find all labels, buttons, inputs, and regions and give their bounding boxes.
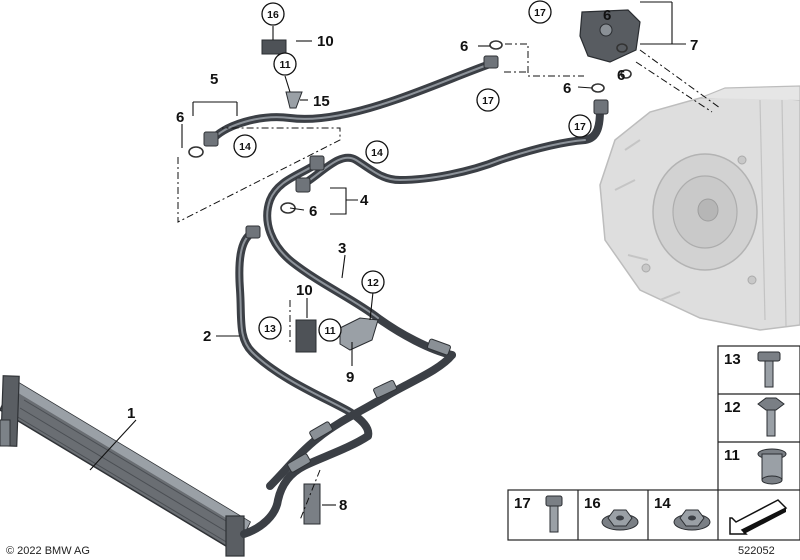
hose-lines <box>208 60 604 538</box>
legend-label-12: 12 <box>724 399 741 416</box>
label-1: 1 <box>127 405 135 422</box>
legend-label-14: 14 <box>654 495 671 512</box>
label-9: 9 <box>346 369 354 386</box>
callout-17b: 17 <box>476 88 500 112</box>
svg-text:16: 16 <box>267 9 279 21</box>
callout-14b: 14 <box>365 140 389 164</box>
label-6f: 6 <box>309 203 317 220</box>
label-6c: 6 <box>603 7 611 24</box>
o-rings <box>188 40 632 214</box>
oil-cooler <box>0 375 251 557</box>
legend-label-13: 13 <box>724 351 741 368</box>
nut-16-icon <box>601 509 639 531</box>
svg-text:14: 14 <box>371 147 383 159</box>
svg-text:13: 13 <box>264 323 276 335</box>
assembly-dash-lines <box>177 43 721 521</box>
label-5: 5 <box>210 71 218 88</box>
svg-text:17: 17 <box>482 95 494 107</box>
callout-11b: 11 <box>318 318 342 342</box>
svg-text:17: 17 <box>574 121 586 133</box>
callout-11a: 11 <box>273 52 297 76</box>
legend-bottom-row: 17 16 14 <box>507 489 800 541</box>
label-10b: 10 <box>296 282 313 299</box>
legend-right-column: 13 12 11 <box>717 345 800 492</box>
bolt-12-icon <box>757 397 785 437</box>
svg-text:17: 17 <box>534 7 546 19</box>
part-labels: 1 2 3 4 5 6 6 6 6 6 6 7 8 9 10 10 15 <box>127 7 698 514</box>
svg-text:14: 14 <box>239 141 251 153</box>
callout-17a: 17 <box>528 0 552 24</box>
label-2: 2 <box>203 328 211 345</box>
diagram-number: 522052 <box>738 545 775 557</box>
fittings <box>203 9 641 525</box>
callout-17c: 17 <box>568 114 592 138</box>
nut-11-icon <box>757 448 787 485</box>
leader-lines <box>89 1 686 506</box>
svg-text:11: 11 <box>279 59 290 71</box>
label-6a: 6 <box>176 109 184 126</box>
label-10a: 10 <box>317 33 334 50</box>
label-3: 3 <box>338 240 346 257</box>
legend-label-17: 17 <box>514 495 531 512</box>
label-6e: 6 <box>563 80 571 97</box>
bolt-17-icon <box>545 495 563 533</box>
label-8: 8 <box>339 497 347 514</box>
callout-13: 13 <box>258 316 282 340</box>
svg-text:11: 11 <box>324 325 335 337</box>
bolt-13-icon <box>757 351 781 388</box>
legend-label-11: 11 <box>724 447 740 464</box>
label-15: 15 <box>313 93 330 110</box>
circle-callouts: 16 11 17 17 17 14 14 12 13 11 <box>233 0 592 342</box>
nut-14-icon <box>673 509 711 531</box>
callout-12: 12 <box>361 270 385 294</box>
callout-16: 16 <box>261 2 285 26</box>
copyright-text: © 2022 BMW AG <box>6 545 90 557</box>
transmission <box>599 85 800 331</box>
label-4: 4 <box>360 192 369 209</box>
label-6b: 6 <box>460 38 468 55</box>
callout-14a: 14 <box>233 134 257 158</box>
arrow-icon <box>729 499 788 535</box>
label-6d: 6 <box>617 67 625 84</box>
label-7: 7 <box>690 37 698 54</box>
legend-label-16: 16 <box>584 495 601 512</box>
svg-text:12: 12 <box>367 277 379 289</box>
